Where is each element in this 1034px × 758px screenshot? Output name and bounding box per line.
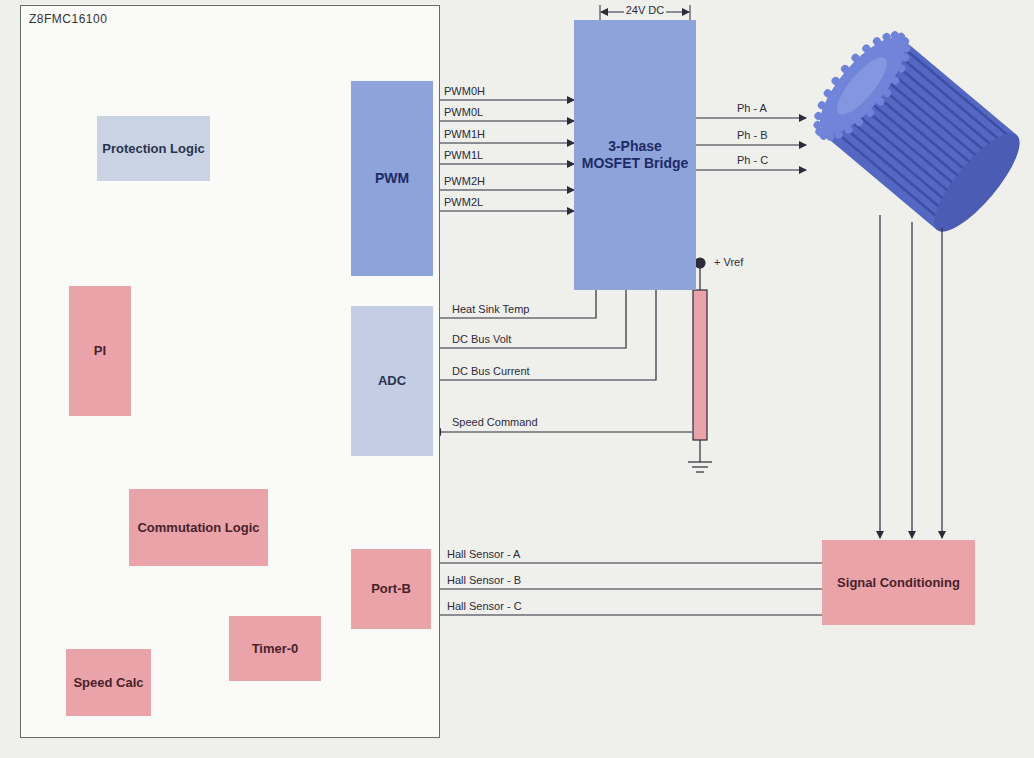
block-label: 3-Phase MOSFET Bridge [574, 136, 696, 174]
port-block: Port-B [351, 549, 431, 629]
signal-connector [433, 120, 574, 121]
phase-label: Ph - B [735, 129, 770, 142]
signal-name: PWM2L [442, 196, 485, 209]
signal-name: DC Bus Current [450, 365, 532, 378]
signal-connector [431, 588, 822, 589]
signal-connector [433, 290, 656, 380]
motor-illustration [798, 17, 1034, 247]
signal-connector [433, 99, 574, 100]
phase-label: Ph - A [735, 102, 769, 115]
signal-name: Hall Sensor - B [445, 574, 523, 587]
signal-connector [431, 562, 822, 563]
block-label: PI [90, 341, 110, 361]
signal-connector [431, 614, 822, 615]
reference-label: + Vref [712, 256, 745, 269]
chip-boundary: Z8FMC16100Protection LogicPWM PI ADC Commut… [20, 5, 440, 738]
pwm-block: PWM [351, 81, 433, 276]
logic-block: Commutation Logic [129, 489, 268, 566]
signal-name: DC Bus Volt [450, 333, 513, 346]
block-label: Speed Calc [69, 673, 147, 693]
block-label: Commutation Logic [133, 518, 263, 538]
chip-name: Z8FMC16100 [21, 6, 115, 32]
calc-block: Speed Calc [66, 649, 151, 716]
block-label: Signal Conditioning [833, 573, 964, 593]
signal-name: PWM0H [442, 85, 487, 98]
sensor-wires [880, 215, 942, 538]
control-block: PI [69, 286, 131, 416]
signal-name: Speed Command [450, 416, 540, 429]
signal-connector [433, 210, 574, 211]
signal-connector [433, 290, 626, 348]
dimension-label: 24V DC [624, 4, 667, 17]
voltage-dimension [600, 5, 690, 20]
signal-connector [433, 142, 574, 143]
potentiometer-symbol [434, 258, 712, 472]
signal-name: Hall Sensor - A [445, 548, 522, 561]
phase-label: Ph - C [735, 154, 770, 167]
process-box: Signal Conditioning [822, 540, 975, 625]
signal-name: PWM1L [442, 149, 485, 162]
signal-connector [433, 290, 596, 318]
signal-connector [433, 189, 574, 190]
signal-name: Heat Sink Temp [450, 303, 531, 316]
signal-name: PWM1H [442, 128, 487, 141]
signal-connector [433, 163, 574, 164]
block-label: ADC [374, 371, 410, 391]
signal-name: PWM2H [442, 175, 487, 188]
signal-name: PWM0L [442, 106, 485, 119]
mosfet-bridge-box: 3-Phase MOSFET Bridge [574, 20, 696, 290]
timer-block: Timer-0 [229, 616, 321, 681]
signal-name: Hall Sensor - C [445, 600, 524, 613]
block-label: PWM [371, 168, 413, 189]
logic-block: Protection Logic [97, 116, 210, 181]
block-label: Protection Logic [98, 139, 209, 159]
phase-wires [692, 118, 806, 170]
block-label: Port-B [367, 579, 415, 599]
block-label: Timer-0 [248, 639, 303, 659]
adc-block: ADC [351, 306, 433, 456]
